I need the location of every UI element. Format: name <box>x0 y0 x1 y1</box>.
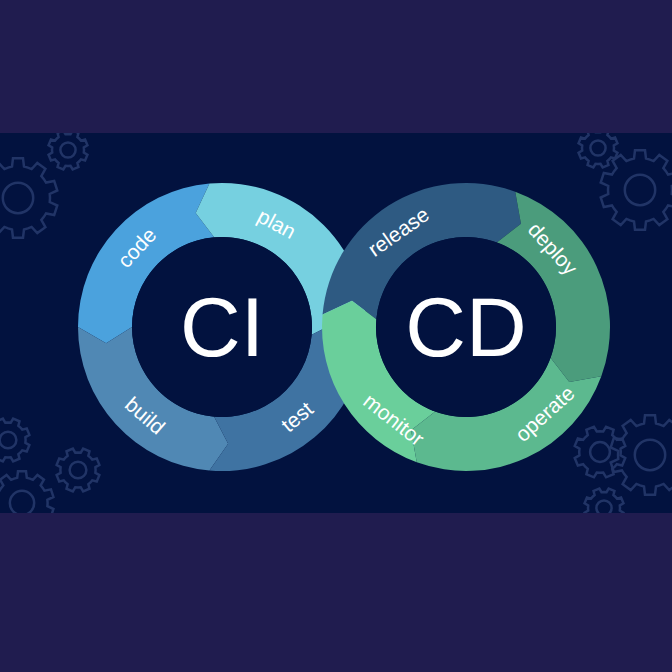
stage-segment: test <box>272 393 321 441</box>
middle-band <box>0 133 672 513</box>
gear-icon <box>601 150 672 229</box>
gear-hole <box>590 442 610 462</box>
gear-hole <box>0 432 16 449</box>
stage-segment: plan <box>249 201 304 247</box>
gear-hole <box>3 183 33 213</box>
bottom-band <box>0 513 672 672</box>
stage-label: code <box>112 223 160 272</box>
gear-outline <box>0 158 57 237</box>
circle-label: CI <box>180 281 264 373</box>
gear-hole <box>10 491 34 513</box>
circle-label: CD <box>405 281 526 373</box>
gear-icon <box>585 489 624 513</box>
gear-icon <box>0 419 29 462</box>
gear-icon <box>611 415 672 494</box>
stage-circle: CI <box>132 237 312 417</box>
gear-hole <box>60 142 75 157</box>
gear-icon <box>0 158 57 237</box>
gear-hole <box>625 175 655 205</box>
gear-outline <box>49 133 88 169</box>
stage-label: build <box>121 392 170 439</box>
gear-outline <box>579 133 618 167</box>
stage-circle: CD <box>376 237 556 417</box>
gear-icon <box>579 133 618 167</box>
gear-outline <box>0 419 29 462</box>
gear-hole <box>635 440 665 470</box>
gear-icon <box>0 471 53 513</box>
top-band <box>0 0 672 133</box>
stage-label: test <box>277 397 318 436</box>
gear-outline <box>57 449 100 492</box>
gear-outline <box>611 415 672 494</box>
stage-label: plan <box>254 204 300 243</box>
gear-outline <box>585 489 624 513</box>
gear-icon <box>49 133 88 169</box>
gear-hole <box>590 140 605 155</box>
ring-segments <box>78 183 610 471</box>
gear-outline <box>0 471 53 513</box>
gear-icon <box>57 449 100 492</box>
gear-outline <box>601 150 672 229</box>
gear-hole <box>596 500 611 513</box>
gear-hole <box>70 462 87 479</box>
gear-decoration <box>0 133 672 513</box>
